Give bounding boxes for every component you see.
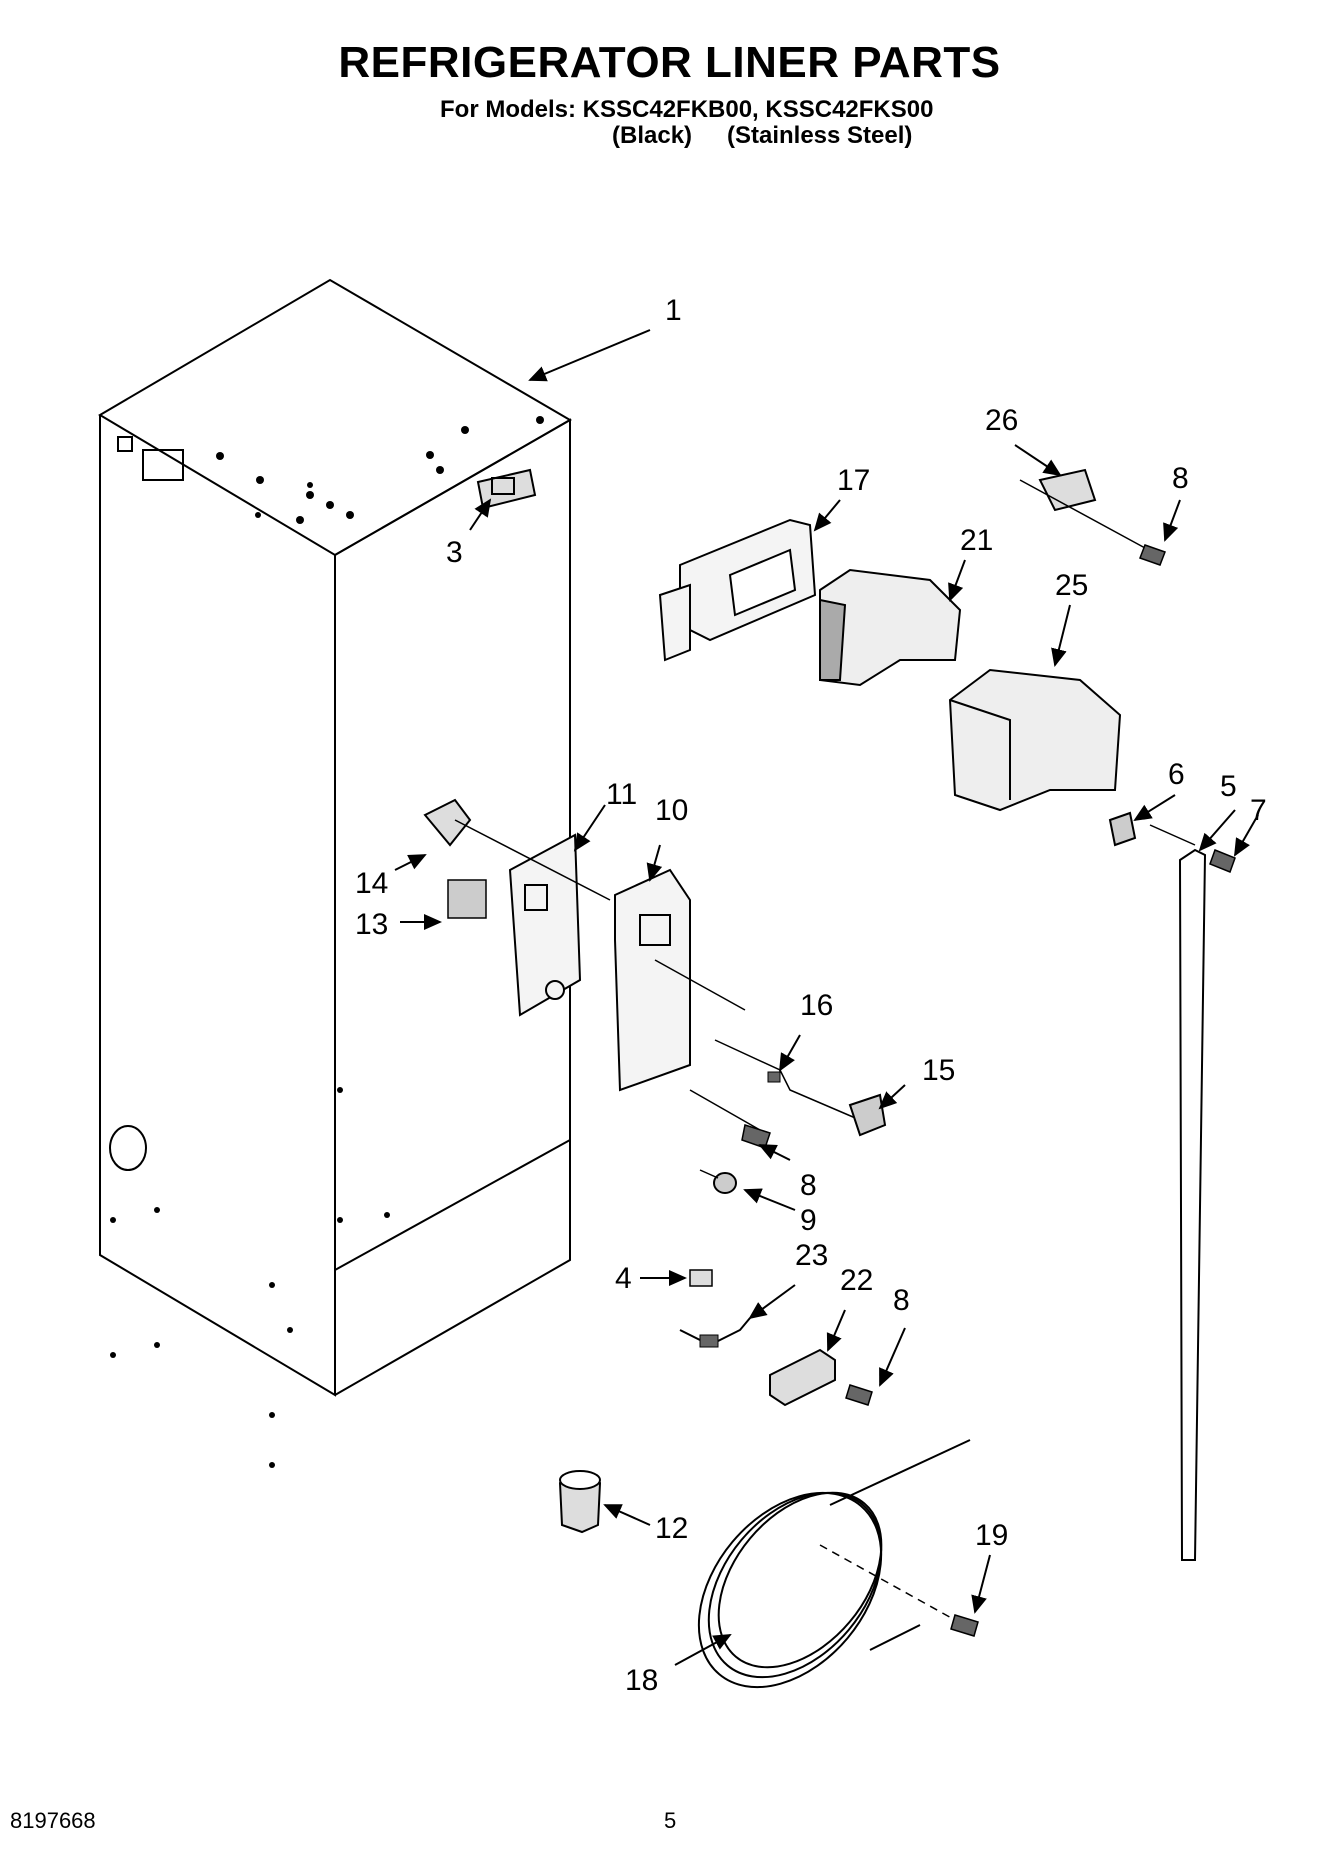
callout-16: 16 <box>800 989 833 1022</box>
variant-stainless: (Stainless Steel) <box>727 122 913 149</box>
callout-17: 17 <box>837 464 870 497</box>
part-18-tubing <box>697 1439 971 1689</box>
part-19-leader <box>819 1544 956 1621</box>
cabinet-liner <box>98 278 572 1397</box>
screw-7-icon <box>1209 849 1236 873</box>
callout-3: 3 <box>446 536 463 569</box>
part-17-duct <box>658 518 817 662</box>
callout-numbers: 1 3 26 8 17 21 25 11 10 6 5 7 14 13 16 1… <box>355 294 1267 1697</box>
screw-8b-icon <box>741 1124 771 1149</box>
part-22-switch <box>769 1348 836 1407</box>
callout-10: 10 <box>655 794 688 827</box>
callout-21: 21 <box>960 524 993 557</box>
part-26-bracket <box>1038 468 1097 512</box>
part-11-bracket <box>508 833 582 1017</box>
callout-22: 22 <box>840 1264 873 1297</box>
page-number: 5 <box>664 1808 677 1833</box>
callout-8-low: 8 <box>893 1284 910 1317</box>
callout-12: 12 <box>655 1512 688 1545</box>
callout-7: 7 <box>1250 794 1267 827</box>
screw-19-icon <box>950 1614 979 1637</box>
part-23-connector <box>699 1334 719 1348</box>
part-14-knob <box>423 798 472 847</box>
part-9-plug <box>713 1172 737 1194</box>
callout-8-mid: 8 <box>800 1169 817 1202</box>
part-15-socket <box>848 1093 887 1137</box>
callout-11: 11 <box>606 778 637 811</box>
callout-6: 6 <box>1168 758 1185 791</box>
callout-13: 13 <box>355 908 388 941</box>
screw-8c-icon <box>845 1384 873 1406</box>
part-12-cap <box>558 1470 602 1534</box>
callout-26: 26 <box>985 404 1018 437</box>
callout-23: 23 <box>795 1239 828 1272</box>
part-10-housing <box>614 868 691 1092</box>
callout-9: 9 <box>800 1204 817 1237</box>
part-6-leader <box>1149 824 1196 846</box>
callout-arrows <box>394 329 1259 1666</box>
callout-14: 14 <box>355 867 388 900</box>
part-5-rail <box>1178 848 1207 1561</box>
callout-5: 5 <box>1220 770 1237 803</box>
part-13-label <box>447 879 487 919</box>
part-25-cover <box>948 668 1122 812</box>
doc-number: 8197668 <box>10 1808 96 1833</box>
models-line: For Models: KSSC42FKB00, KSSC42FKS00 <box>440 96 934 123</box>
callout-1: 1 <box>665 294 682 327</box>
part-26-leader <box>1019 479 1146 549</box>
cabinet-holes <box>110 416 544 1468</box>
part-21-cover <box>819 568 962 687</box>
variant-black: (Black) <box>612 122 693 149</box>
part-23-harness <box>679 1317 751 1347</box>
part-4-clip <box>689 1269 713 1287</box>
callout-18: 18 <box>625 1664 658 1697</box>
part-9-leader <box>699 1169 719 1179</box>
callout-4: 4 <box>615 1262 632 1295</box>
part-6-bumper <box>1108 811 1137 847</box>
callout-25: 25 <box>1055 569 1088 602</box>
part-14-leader <box>454 819 611 901</box>
part-16-wire <box>714 1039 861 1121</box>
callout-8-top: 8 <box>1172 462 1189 495</box>
part-10-leader <box>654 959 746 1011</box>
callout-15: 15 <box>922 1054 955 1087</box>
callout-19: 19 <box>975 1519 1008 1552</box>
page-title: REFRIGERATOR LINER PARTS <box>338 38 1001 87</box>
screw-8b-leader <box>689 1089 761 1131</box>
part-16-clip <box>767 1071 781 1083</box>
screw-8a-icon <box>1139 544 1166 566</box>
